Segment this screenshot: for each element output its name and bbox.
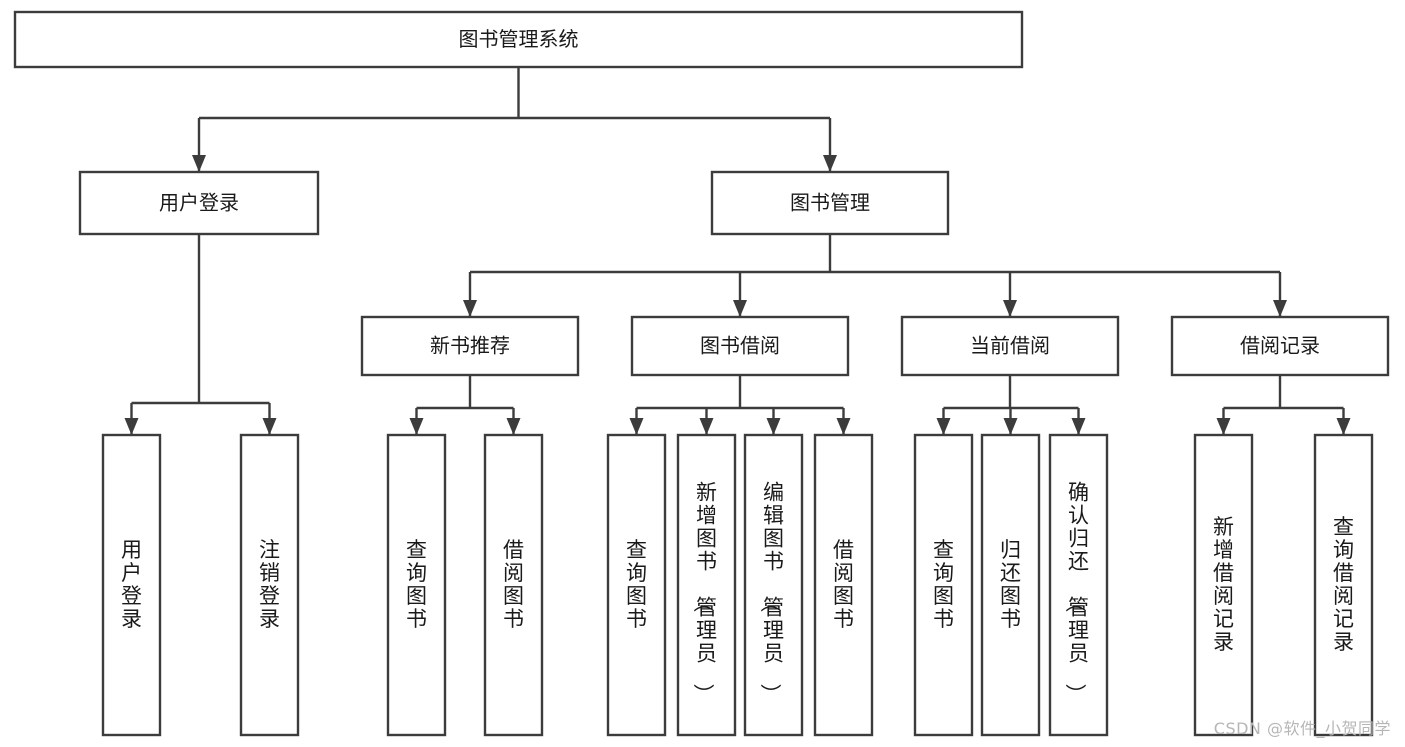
node-box-book-borrow bbox=[630, 315, 850, 377]
arrow-icon-c-root-split-0 bbox=[192, 155, 206, 172]
node-label-leaf-query-record: 查询借阅记录 bbox=[1333, 515, 1354, 654]
node-label-book-manage: 图书管理 bbox=[790, 191, 870, 215]
arrow-icon-c-bookmanage-split-2 bbox=[1003, 300, 1017, 317]
node-leaf-add-book[interactable]: 新增图书（管理员） bbox=[676, 433, 737, 737]
node-new-book-rec[interactable]: 新书推荐 bbox=[360, 315, 580, 377]
arrow-icon-c-root-split-1 bbox=[823, 155, 837, 172]
node-leaf-logout[interactable]: 注销登录 bbox=[239, 433, 300, 737]
arrow-icon-c-borrowrecord-split-0 bbox=[1216, 418, 1231, 435]
node-label-leaf-query-book-2: 查询图书 bbox=[626, 538, 647, 631]
node-leaf-query-book-1[interactable]: 查询图书 bbox=[386, 433, 447, 737]
node-current-borrow[interactable]: 当前借阅 bbox=[900, 315, 1120, 377]
node-box-leaf-return-book bbox=[980, 433, 1041, 737]
node-label-root: 图书管理系统 bbox=[459, 27, 579, 51]
node-label-leaf-return-book: 归还图书 bbox=[1000, 538, 1021, 631]
node-leaf-add-record[interactable]: 新增借阅记录 bbox=[1193, 433, 1254, 737]
node-root[interactable]: 图书管理系统 bbox=[13, 10, 1024, 69]
node-user-login[interactable]: 用户登录 bbox=[78, 170, 320, 236]
node-box-leaf-borrow-book-2 bbox=[813, 433, 874, 737]
node-leaf-query-record[interactable]: 查询借阅记录 bbox=[1313, 433, 1374, 737]
arrow-icon-c-newbook-split-0 bbox=[409, 418, 424, 435]
node-box-leaf-add-book bbox=[676, 433, 737, 737]
node-label-user-login: 用户登录 bbox=[159, 191, 239, 215]
arrow-icon-c-bookborrow-split-1 bbox=[699, 418, 714, 435]
node-box-leaf-user-login bbox=[101, 433, 162, 737]
node-box-user-login bbox=[78, 170, 320, 236]
arrow-icon-c-currentborrow-split-0 bbox=[936, 418, 951, 435]
arrow-icon-c-bookborrow-split-2 bbox=[766, 418, 781, 435]
arrow-icon-c-currentborrow-split-1 bbox=[1003, 418, 1018, 435]
node-label-leaf-borrow-book-2: 借阅图书 bbox=[833, 538, 854, 631]
node-label-current-borrow: 当前借阅 bbox=[970, 334, 1050, 358]
connector-layer bbox=[124, 67, 1351, 435]
node-box-current-borrow bbox=[900, 315, 1120, 377]
node-label-leaf-add-record: 新增借阅记录 bbox=[1213, 515, 1234, 654]
node-box-leaf-borrow-book-1 bbox=[483, 433, 544, 737]
node-box-leaf-query-record bbox=[1313, 433, 1374, 737]
node-box-new-book-rec bbox=[360, 315, 580, 377]
arrow-icon-c-userlogin-split-1 bbox=[262, 418, 277, 435]
arrow-icon-c-bookmanage-split-1 bbox=[733, 300, 747, 317]
node-book-manage[interactable]: 图书管理 bbox=[710, 170, 950, 236]
node-label-leaf-borrow-book-1: 借阅图书 bbox=[503, 538, 524, 631]
node-box-leaf-query-book-2 bbox=[606, 433, 667, 737]
node-leaf-edit-book[interactable]: 编辑图书（管理员） bbox=[743, 433, 804, 737]
node-leaf-query-book-3[interactable]: 查询图书 bbox=[913, 433, 974, 737]
node-label-new-book-rec: 新书推荐 bbox=[430, 334, 510, 358]
node-box-borrow-record bbox=[1170, 315, 1390, 377]
node-leaf-user-login[interactable]: 用户登录 bbox=[101, 433, 162, 737]
arrow-icon-c-currentborrow-split-2 bbox=[1071, 418, 1086, 435]
arrow-icon-c-newbook-split-1 bbox=[506, 418, 521, 435]
arrow-icon-c-bookborrow-split-3 bbox=[836, 418, 851, 435]
node-box-leaf-add-record bbox=[1193, 433, 1254, 737]
node-label-leaf-logout: 注销登录 bbox=[259, 538, 280, 631]
node-box-leaf-query-book-3 bbox=[913, 433, 974, 737]
node-box-leaf-confirm-return bbox=[1048, 433, 1109, 737]
node-leaf-borrow-book-2[interactable]: 借阅图书 bbox=[813, 433, 874, 737]
csdn-watermark: CSDN @软件_小贺同学 bbox=[1213, 719, 1391, 738]
node-leaf-confirm-return[interactable]: 确认归还（管理员） bbox=[1048, 433, 1109, 737]
arrow-icon-c-bookborrow-split-0 bbox=[629, 418, 644, 435]
arrow-icon-c-bookmanage-split-3 bbox=[1273, 300, 1287, 317]
node-leaf-borrow-book-1[interactable]: 借阅图书 bbox=[483, 433, 544, 737]
node-label-borrow-record: 借阅记录 bbox=[1240, 334, 1320, 358]
node-layer: 图书管理系统用户登录图书管理新书推荐图书借阅当前借阅借阅记录用户登录注销登录查询… bbox=[13, 10, 1390, 737]
arrow-icon-c-userlogin-split-0 bbox=[124, 418, 139, 435]
node-label-leaf-user-login: 用户登录 bbox=[121, 538, 142, 631]
node-box-book-manage bbox=[710, 170, 950, 236]
node-book-borrow[interactable]: 图书借阅 bbox=[630, 315, 850, 377]
node-box-root bbox=[13, 10, 1024, 69]
node-label-leaf-edit-book: 编辑图书（管理员） bbox=[758, 481, 784, 705]
node-label-leaf-confirm-return: 确认归还（管理员） bbox=[1063, 481, 1089, 705]
node-borrow-record[interactable]: 借阅记录 bbox=[1170, 315, 1390, 377]
node-box-leaf-logout bbox=[239, 433, 300, 737]
node-label-book-borrow: 图书借阅 bbox=[700, 334, 780, 358]
node-label-leaf-query-book-1: 查询图书 bbox=[406, 538, 427, 631]
node-box-leaf-edit-book bbox=[743, 433, 804, 737]
node-leaf-return-book[interactable]: 归还图书 bbox=[980, 433, 1041, 737]
node-leaf-query-book-2[interactable]: 查询图书 bbox=[606, 433, 667, 737]
node-box-leaf-query-book-1 bbox=[386, 433, 447, 737]
node-label-leaf-add-book: 新增图书（管理员） bbox=[691, 481, 717, 705]
node-label-leaf-query-book-3: 查询图书 bbox=[933, 538, 954, 631]
arrow-icon-c-bookmanage-split-0 bbox=[463, 300, 477, 317]
arrow-icon-c-borrowrecord-split-1 bbox=[1336, 418, 1351, 435]
